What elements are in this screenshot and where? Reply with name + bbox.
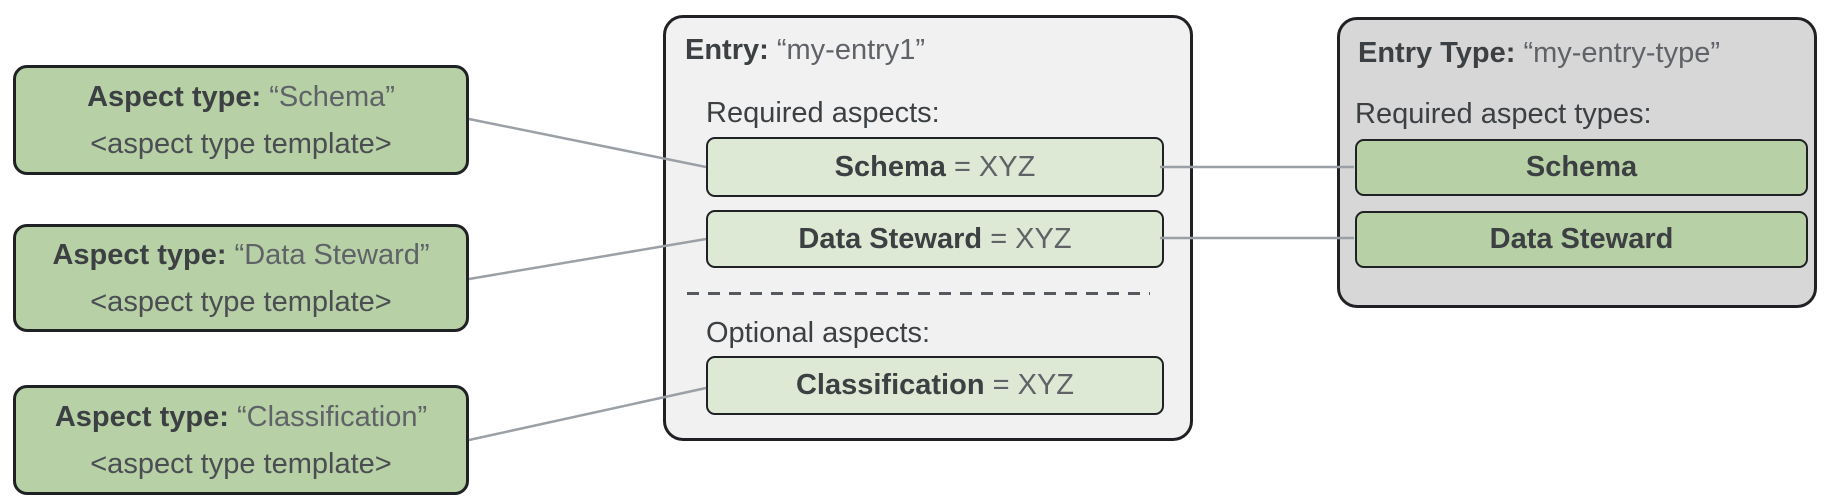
aspect-type-label: Aspect type:	[52, 238, 227, 271]
entry-label: Entry:	[685, 34, 769, 66]
entry-title: Entry: “my-entry1”	[685, 33, 1190, 67]
optional-separator	[687, 292, 1150, 295]
entry-type-card: Entry Type: “my-entry-type” Required asp…	[1337, 17, 1817, 308]
aspect-value: = XYZ	[990, 222, 1072, 255]
required-aspects-heading: Required aspects:	[706, 97, 940, 129]
aspect-chip-schema: Schema = XYZ	[706, 137, 1164, 197]
aspect-name: Data Steward	[798, 222, 983, 255]
aspect-type-title: Aspect type: “Classification”	[55, 400, 427, 434]
aspect-value: = XYZ	[953, 150, 1036, 183]
entry-type-value: “my-entry-type”	[1523, 37, 1721, 69]
aspect-type-value: “Classification”	[236, 400, 428, 433]
aspect-chip-data-steward: Data Steward = XYZ	[706, 210, 1164, 268]
aspect-type-card-classification: Aspect type: “Classification” <aspect ty…	[13, 385, 469, 495]
aspect-type-template: <aspect type template>	[90, 127, 392, 160]
aspect-type-title: Aspect type: “Schema”	[87, 80, 395, 114]
aspect-type-value: “Schema”	[269, 80, 395, 113]
aspect-type-template: <aspect type template>	[90, 285, 392, 318]
entry-value: “my-entry1”	[776, 34, 926, 66]
entry-type-title: Entry Type: “my-entry-type”	[1358, 36, 1814, 70]
optional-aspects-heading: Optional aspects:	[706, 317, 931, 349]
required-aspect-types-heading: Required aspect types:	[1355, 98, 1652, 130]
aspect-type-label: Aspect type:	[87, 80, 262, 113]
aspect-type-value: “Data Steward”	[234, 238, 430, 271]
aspect-type-label: Aspect type:	[54, 400, 229, 433]
aspect-value: = XYZ	[992, 369, 1075, 401]
aspect-chip-classification: Classification = XYZ	[706, 356, 1164, 415]
aspect-type-card-schema: Aspect type: “Schema” <aspect type templ…	[13, 65, 469, 175]
aspect-type-template: <aspect type template>	[90, 447, 392, 480]
aspect-type-chip-data-steward: Data Steward	[1355, 211, 1808, 268]
entry-card: Entry: “my-entry1” Required aspects: Sch…	[663, 15, 1193, 441]
aspect-type-chip-schema: Schema	[1355, 139, 1808, 196]
aspect-name: Classification	[795, 369, 985, 401]
aspect-name: Schema	[834, 150, 946, 183]
aspect-type-title: Aspect type: “Data Steward”	[52, 238, 429, 272]
entry-type-label: Entry Type:	[1358, 37, 1516, 69]
aspect-type-card-data-steward: Aspect type: “Data Steward” <aspect type…	[13, 224, 469, 332]
